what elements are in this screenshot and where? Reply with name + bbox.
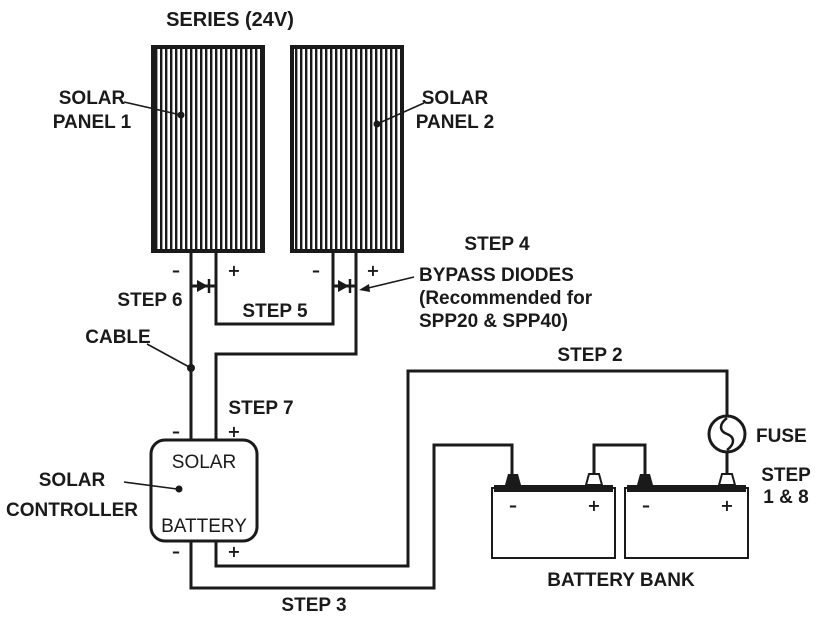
step-3-label: STEP 3 [281, 595, 346, 616]
panel-1-label-line1: SOLAR [59, 88, 126, 109]
controller-top-minus: – [172, 422, 180, 441]
battery-1 [491, 473, 616, 559]
step-6-label: STEP 6 [117, 290, 182, 311]
step-2-label: STEP 2 [557, 345, 622, 366]
solar-panel-2 [290, 45, 404, 253]
panel-2-plus: + [366, 261, 379, 280]
battery-2-minus: – [642, 496, 650, 515]
battery-wiring [189, 369, 729, 590]
panel-1-leader [123, 101, 185, 119]
controller-bottom-minus: – [172, 542, 180, 561]
solar-controller [149, 438, 259, 543]
panel-1-plus: + [227, 261, 240, 280]
battery-1-minus: – [509, 496, 517, 515]
panel-2-label-line1: SOLAR [422, 88, 489, 109]
bypass-diode-panel-2 [333, 279, 356, 293]
panel-1-minus: – [172, 261, 180, 280]
step-4-line1: BYPASS DIODES [419, 265, 574, 286]
diagram-title: SERIES (24V) [166, 9, 294, 31]
controller-label-line1: SOLAR [39, 470, 106, 491]
controller-leader [123, 481, 178, 490]
cable-label: CABLE [85, 327, 150, 348]
step-5-label: STEP 5 [242, 301, 308, 322]
step-1-8-line2: 1 & 8 [763, 487, 808, 508]
step-7-label: STEP 7 [228, 398, 293, 419]
cable-leader [146, 343, 195, 372]
fuse-label: FUSE [756, 426, 807, 447]
step-1-8-line1: STEP [761, 465, 811, 486]
bypass-diode-arrow [359, 276, 415, 292]
controller-top-plus: + [227, 422, 240, 441]
battery-2 [624, 473, 749, 559]
solar-panel-1 [151, 45, 265, 253]
step-4-line2: (Recommended for [419, 288, 593, 309]
panel-1-label-line2: PANEL 1 [53, 112, 132, 133]
battery-bank-label: BATTERY BANK [547, 570, 695, 591]
controller-bottom-plus: + [227, 542, 240, 561]
bypass-diode-panel-1 [191, 279, 216, 293]
battery-1-plus: + [587, 496, 600, 515]
controller-solar-text: SOLAR [172, 452, 236, 473]
panel-2-leader [373, 102, 425, 128]
step-4-line3: SPP20 & SPP40) [419, 311, 568, 332]
panel-2-minus: – [312, 261, 320, 280]
battery-2-plus: + [720, 496, 733, 515]
step-4-title: STEP 4 [464, 234, 530, 255]
controller-battery-text: BATTERY [161, 516, 247, 537]
panel-2-label-line2: PANEL 2 [416, 112, 495, 133]
fuse-symbol [707, 414, 747, 454]
controller-label-line2: CONTROLLER [6, 500, 138, 521]
